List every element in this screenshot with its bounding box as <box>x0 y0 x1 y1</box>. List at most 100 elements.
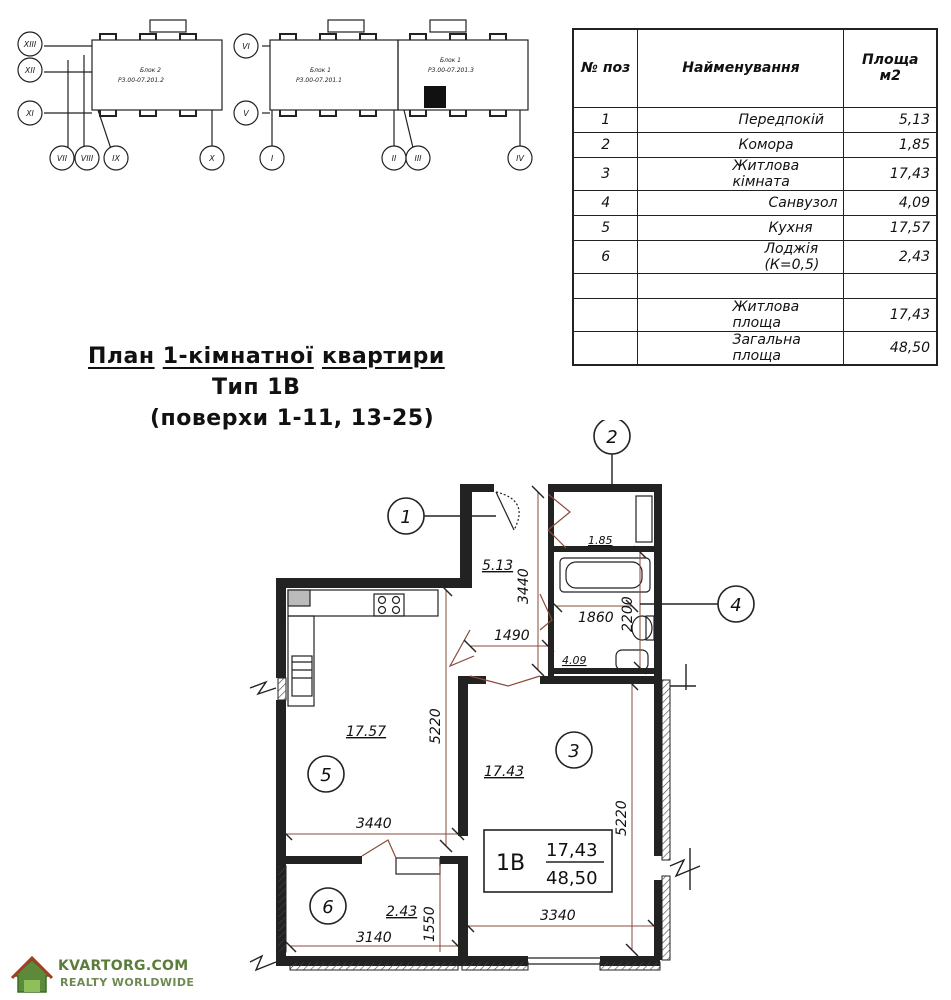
header-position: № поз <box>572 28 639 108</box>
plan-title-line-2: Тип 1В <box>212 375 301 400</box>
row-name: Лоджія (К=0,5) <box>637 239 845 274</box>
dim-living-width: 3340 <box>540 908 576 924</box>
svg-text:XI: XI <box>25 109 34 118</box>
table-row: 3 Житлова кімната 17,43 <box>572 156 938 191</box>
svg-text:РЗ.00-07.201.2: РЗ.00-07.201.2 <box>118 77 164 84</box>
dim-hall-height: 3440 <box>516 568 532 604</box>
living-area-value: 17,43 <box>843 297 938 332</box>
row-pos: 3 <box>572 156 639 191</box>
row-name: Кухня <box>637 214 845 241</box>
plan-title-line-3: (поверхи 1-11, 13-25) <box>150 406 435 431</box>
stamp-living-area: 17,43 <box>546 840 598 861</box>
callout-hall: 1 <box>387 497 425 535</box>
svg-text:IV: IV <box>516 154 524 163</box>
dim-bath-height: 2200 <box>620 596 636 632</box>
row-area: 2,43 <box>843 239 938 274</box>
svg-text:Блок 2: Блок 2 <box>140 67 161 74</box>
row-name: Житлова кімната <box>637 156 845 191</box>
svg-text:I: I <box>271 154 274 163</box>
svg-text:5: 5 <box>320 765 331 786</box>
row-name: Передпокій <box>637 106 845 133</box>
area-label-kitchen: 17.57 <box>346 724 386 740</box>
axis-marker-x: X <box>199 145 225 171</box>
logo-tagline: REALTY WORLDWIDE <box>60 976 195 989</box>
key-plan-block-right <box>397 39 529 111</box>
toilet <box>631 615 653 641</box>
callout-loggia: 6 <box>309 887 347 925</box>
stamp-total-area: 48,50 <box>546 868 598 889</box>
svg-text:XII: XII <box>24 66 36 75</box>
table-header-row: № поз Найменування Площа м2 <box>572 28 938 108</box>
axis-marker-ix: IX <box>103 145 129 171</box>
svg-text:VI: VI <box>242 42 250 51</box>
dim-loggia-width: 3140 <box>356 930 392 946</box>
svg-text:VII: VII <box>57 154 68 163</box>
stamp-type: 1В <box>496 851 525 876</box>
floor-plan: 5.13 1.85 4.09 17.57 17.43 2.43 3440 149… <box>249 420 755 972</box>
axis-marker-iv: IV <box>507 145 533 171</box>
svg-text:IX: IX <box>112 154 120 163</box>
dim-bath-width: 1860 <box>578 610 614 626</box>
svg-text:II: II <box>392 154 397 163</box>
row-pos: 1 <box>572 106 639 133</box>
table-row: 5 Кухня 17,57 <box>572 214 938 241</box>
dim-hall-width: 1490 <box>494 628 530 644</box>
row-name: Комора <box>637 131 845 158</box>
svg-text:III: III <box>414 154 422 163</box>
row-area: 17,57 <box>843 214 938 241</box>
callout-bath: 4 <box>717 585 755 623</box>
table-row: 6 Лоджія (К=0,5) 2,43 <box>572 239 938 274</box>
key-plan-block-left <box>91 39 223 111</box>
table-row: 1 Передпокій 5,13 <box>572 106 938 133</box>
axis-marker-xi: XI <box>17 100 43 126</box>
house-logo-icon <box>10 956 54 993</box>
row-pos: 4 <box>572 189 639 216</box>
svg-text:4: 4 <box>730 595 741 616</box>
table-row-empty <box>572 272 938 299</box>
area-label-storage: 1.85 <box>588 534 613 547</box>
kvartorg-logo[interactable]: KVARTORG.COM REALTY WORLDWIDE <box>8 956 208 996</box>
title-word-plan: План <box>88 344 155 369</box>
callout-living: 3 <box>555 731 593 769</box>
svg-text:X: X <box>208 154 215 163</box>
table-row-living-area: Житлова площа 17,43 <box>572 297 938 332</box>
row-area: 1,85 <box>843 131 938 158</box>
svg-text:VIII: VIII <box>81 154 94 163</box>
svg-text:V: V <box>243 109 249 118</box>
svg-text:РЗ.00-07.201.1: РЗ.00-07.201.1 <box>296 77 342 84</box>
door-swings <box>361 493 571 859</box>
svg-text:Блок 1: Блок 1 <box>310 67 331 74</box>
table-row: 4 Санвузол 4,09 <box>572 189 938 216</box>
washbasin <box>615 649 649 671</box>
svg-text:2: 2 <box>606 427 617 448</box>
key-plan-block-middle <box>269 39 399 111</box>
row-area: 5,13 <box>843 106 938 133</box>
total-area-value: 48,50 <box>843 330 938 365</box>
header-name: Найменування <box>637 28 845 108</box>
axis-marker-xii: XII <box>17 57 43 83</box>
row-name: Санвузол <box>637 189 845 216</box>
svg-text:XIII: XIII <box>23 40 37 49</box>
callout-kitchen: 5 <box>307 755 345 793</box>
table-row-total-area: Загальна площа 48,50 <box>572 330 938 365</box>
axis-marker-vi: VI <box>233 33 259 59</box>
dim-kitchen-height: 5220 <box>428 708 444 744</box>
area-label-living: 17.43 <box>484 764 524 780</box>
svg-text:1: 1 <box>400 507 411 528</box>
room-schedule-table: № поз Найменування Площа м2 1 Передпокій… <box>572 28 938 366</box>
axis-marker-xiii: XIII <box>17 31 43 57</box>
living-area-label: Житлова площа <box>637 297 845 332</box>
axis-marker-ii: II <box>381 145 407 171</box>
axis-marker-iii: III <box>405 145 431 171</box>
row-area: 4,09 <box>843 189 938 216</box>
callout-storage: 2 <box>593 420 631 455</box>
area-label-hall: 5.13 <box>482 558 513 574</box>
area-label-loggia: 2.43 <box>386 904 417 920</box>
sink <box>291 655 313 697</box>
apartment-stamp: 1В 17,43 48,50 <box>483 829 613 893</box>
title-word-apartment: квартири <box>321 344 445 369</box>
area-label-bath: 4.09 <box>562 654 587 667</box>
row-pos: 5 <box>572 214 639 241</box>
dim-living-height: 5220 <box>614 800 630 836</box>
dim-loggia-height: 1550 <box>422 906 438 942</box>
